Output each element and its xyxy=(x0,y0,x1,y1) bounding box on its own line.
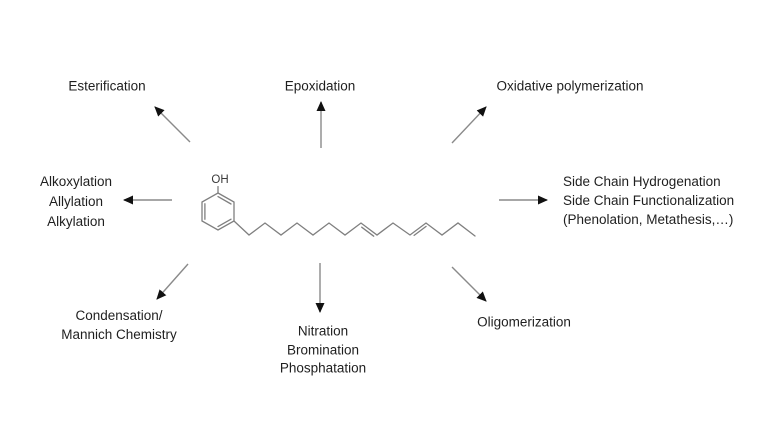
arrow-esterification xyxy=(154,106,191,143)
label-nitration: Nitration xyxy=(297,323,349,339)
cardanol-structure xyxy=(201,185,476,237)
label-side-chain-functionalization: Side Chain Functionalization xyxy=(563,193,735,208)
label-allylation: Allylation xyxy=(48,194,104,209)
label-alkylation: Alkylation xyxy=(47,214,105,229)
label-group-nitration: Nitration Bromination Phosphatation xyxy=(280,322,366,378)
benzene-ring xyxy=(201,192,235,231)
arrow-condensation xyxy=(156,263,189,300)
label-group-alkoxylation: Alkoxylation Allylation Alkylation xyxy=(40,172,112,232)
label-oligomerization: Oligomerization xyxy=(477,314,571,330)
double-bond-2 xyxy=(413,225,427,237)
arrow-oxidative-polymerization xyxy=(451,106,487,144)
side-chain xyxy=(233,220,476,237)
hydroxyl-label: OH xyxy=(210,174,230,186)
label-mannich-chemistry: Mannich Chemistry xyxy=(61,327,177,342)
label-group-side-chain: Side Chain Hydrogenation Side Chain Func… xyxy=(563,172,734,229)
label-phosphatation: Phosphatation xyxy=(279,360,367,376)
label-alkoxylation: Alkoxylation xyxy=(39,174,113,189)
label-condensation: Condensation/ xyxy=(75,308,163,323)
label-epoxidation: Epoxidation xyxy=(284,78,356,94)
label-esterification: Esterification xyxy=(68,78,146,94)
label-bromination: Bromination xyxy=(286,341,360,357)
label-group-condensation: Condensation/ Mannich Chemistry xyxy=(61,306,177,344)
label-side-chain-hydrogenation: Side Chain Hydrogenation xyxy=(563,174,721,189)
label-oxidative-polymerization: Oxidative polymerization xyxy=(496,78,644,94)
double-bond-1 xyxy=(361,226,375,237)
arrow-oligomerization xyxy=(451,266,487,302)
label-phenolation-metathesis: (Phenolation, Metathesis,…) xyxy=(563,212,734,227)
